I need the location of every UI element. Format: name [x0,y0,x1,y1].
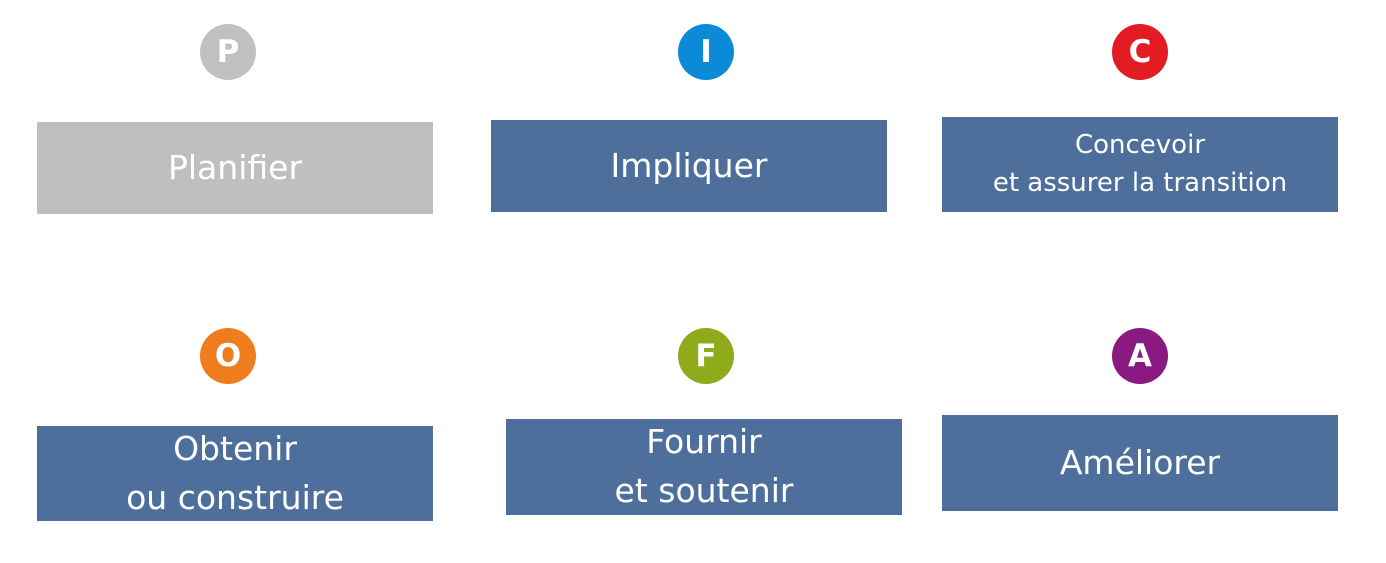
step-box-ameliorer: Améliorer [942,415,1338,511]
badge-i-icon: I [678,24,734,80]
step-box-fournir: Fournir et soutenir [506,419,902,515]
badge-a-icon: A [1112,328,1168,384]
step-box-planifier: Planifier [37,122,433,214]
step-box-impliquer: Impliquer [491,120,887,212]
step-box-concevoir: Concevoir et assurer la transition [942,117,1338,212]
badge-f-icon: F [678,328,734,384]
badge-c-icon: C [1112,24,1168,80]
badge-o-icon: O [200,328,256,384]
badge-p-icon: P [200,24,256,80]
step-box-obtenir: Obtenir ou construire [37,426,433,521]
